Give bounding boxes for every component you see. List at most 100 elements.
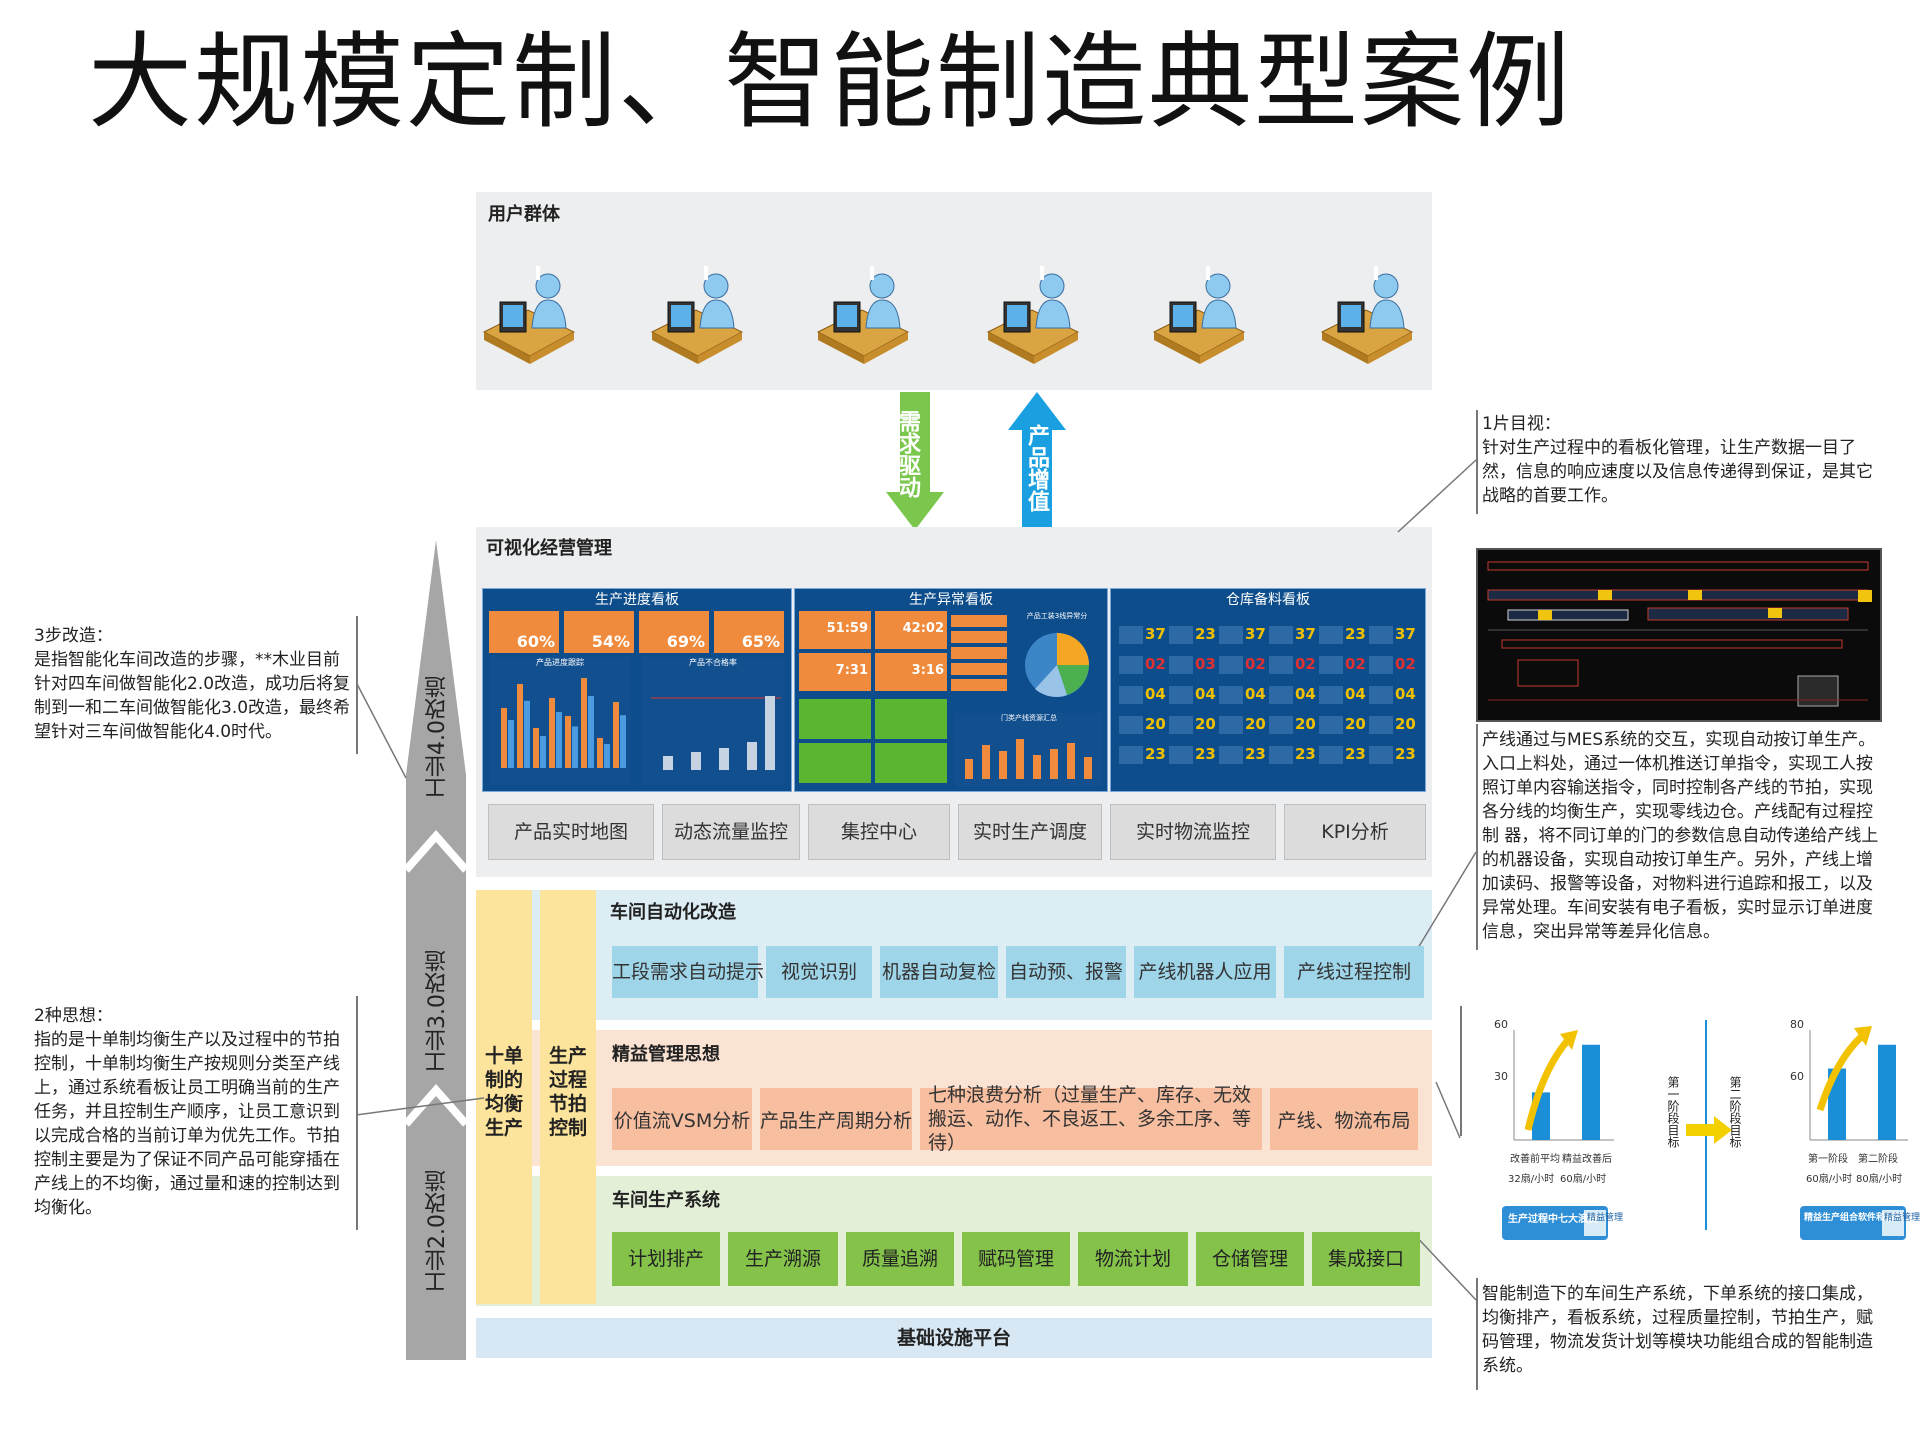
note-two-ideas: 2种思想： 指的是十单制均衡生产以及过程中的节拍控制，十单制均衡生产按规则分类至… [34, 1006, 340, 1218]
right-goal-bar [1878, 1044, 1896, 1140]
left-goal-badge: 生产过程中七大浪费 [1508, 1214, 1598, 1225]
warehouse-number: 04 [1295, 685, 1316, 703]
warehouse-cell [1119, 656, 1143, 674]
kpi-tile: 60% [489, 611, 559, 653]
production-item[interactable]: 物流计划 [1078, 1232, 1188, 1286]
warehouse-cell [1369, 656, 1393, 674]
right-goal-unit: 80扇/小时 [1856, 1174, 1903, 1185]
viz-tab[interactable]: 实时生产调度 [958, 804, 1102, 860]
right-goal-ytick: 60 [1790, 1070, 1804, 1083]
warehouse-cell [1119, 626, 1143, 644]
exception-pie-title: 产品工装3线异常分 [1026, 612, 1088, 620]
warehouse-cell [1219, 746, 1243, 764]
warehouse-number: 23 [1145, 745, 1166, 763]
warehouse-cell [1319, 656, 1343, 674]
lean-item[interactable]: 价值流VSM分析 [612, 1088, 752, 1150]
automation-label: 车间自动化改造 [610, 902, 736, 923]
progress-bar-blue [556, 712, 562, 768]
automation-item[interactable]: 产线机器人应用 [1134, 946, 1276, 998]
pillar-takt-control [540, 890, 596, 1304]
warehouse-cell [1369, 626, 1393, 644]
visual-management-label: 可视化经营管理 [486, 538, 612, 559]
warehouse-cell [1269, 626, 1293, 644]
production-item[interactable]: 赋码管理 [962, 1232, 1070, 1286]
warehouse-number: 20 [1145, 715, 1166, 733]
kpi-tile: 69% [639, 611, 709, 653]
warehouse-number: 23 [1345, 745, 1366, 763]
warehouse-number: 23 [1295, 745, 1316, 763]
timer-value: 3:16 [911, 663, 944, 678]
warehouse-cell [1319, 716, 1343, 734]
progress-bar-blue [604, 744, 610, 768]
timer-value: 7:31 [835, 663, 868, 678]
warehouse-number: 20 [1195, 715, 1216, 733]
note-one-visual: 1片目视： 针对生产过程中的看板化管理，让生产数据一目了然，信息的响应速度以及信… [1482, 414, 1873, 506]
exception-pie-chart [1025, 633, 1089, 697]
lean-item[interactable]: 产品生产周期分析 [760, 1088, 912, 1150]
automation-item[interactable]: 产线过程控制 [1284, 946, 1424, 998]
production-item[interactable]: 质量追溯 [846, 1232, 954, 1286]
exception-resource-title: 门类产线资源汇总 [1001, 714, 1057, 722]
defect-rate-chart [651, 696, 781, 770]
production-item[interactable]: 仓储管理 [1196, 1232, 1304, 1286]
kpi-value: 54% [591, 632, 630, 651]
viz-tab[interactable]: 动态流量监控 [662, 804, 800, 860]
progress-bar-orange [597, 738, 603, 768]
production-item[interactable]: 生产溯源 [728, 1232, 838, 1286]
note-mes-line: 产线通过与MES系统的交互，实现自动按订单生产。入口上料处，通过一体机推送订单指… [1482, 730, 1879, 942]
warehouse-number: 20 [1395, 715, 1416, 733]
base-platform: 基础设施平台 [476, 1318, 1432, 1358]
demand-arrow-icon [886, 392, 944, 530]
timer-tile: 7:31 [799, 653, 871, 691]
timer-tile: 42:02 [875, 611, 947, 649]
viz-tab[interactable]: 实时物流监控 [1110, 804, 1276, 860]
viz-tab[interactable]: 集控中心 [808, 804, 950, 860]
warehouse-cell [1269, 716, 1293, 734]
stage-4-label: 工业4.0改造 [425, 676, 450, 799]
pillar-takt-control-text: 生产 过程 节拍 控制 [548, 1045, 587, 1139]
dashboard-progress: 生产进度看板 60%54%69%65% 产品进度跟踪 产品不合格率 [482, 588, 792, 792]
lean-item[interactable]: 产线、物流布局 [1270, 1088, 1418, 1150]
automation-item[interactable]: 机器自动复检 [880, 946, 998, 998]
timer-tile: 51:59 [799, 611, 871, 649]
progress-bar-blue [572, 726, 578, 768]
left-goal-unit: 32扇/小时 [1508, 1174, 1555, 1185]
viz-tab[interactable]: 产品实时地图 [488, 804, 654, 860]
left-goal-badge2: 精益管理 [1587, 1213, 1624, 1223]
automation-item[interactable]: 自动预、报警 [1006, 946, 1126, 998]
automation-item[interactable]: 工段需求自动提示 [612, 946, 764, 998]
timer-value: 51:59 [826, 621, 868, 636]
warehouse-cell [1119, 686, 1143, 704]
warehouse-cell [1319, 746, 1343, 764]
warehouse-cell [1119, 746, 1143, 764]
production-item[interactable]: 计划排产 [612, 1232, 720, 1286]
stage-3-label: 工业3.0改造 [425, 950, 450, 1073]
note-two-ideas-leader [356, 1097, 485, 1116]
progress-bar-blue [588, 696, 594, 768]
progress-bar-orange [613, 702, 619, 768]
warehouse-number: 04 [1395, 685, 1416, 703]
lean-item[interactable]: 七种浪费分析（过量生产、库存、无效搬运、动作、不良返工、多余工序、等待） [920, 1084, 1262, 1154]
progress-bar-chart [501, 678, 626, 768]
stage-goal-drawing [1502, 1020, 1910, 1240]
warehouse-number: 02 [1145, 655, 1166, 673]
stage2-goal-label: 第二阶段目标 [1728, 1076, 1742, 1148]
resource-bar [1067, 743, 1075, 779]
dashboard-progress-title: 生产进度看板 [595, 592, 679, 608]
note-three-steps-leader [356, 681, 407, 779]
warehouse-number: 02 [1245, 655, 1266, 673]
demand-arrow-label: 需求驱动 [895, 410, 920, 498]
warehouse-cell [1119, 716, 1143, 734]
right-goal-ytick: 80 [1790, 1018, 1804, 1031]
warehouse-number: 03 [1195, 655, 1216, 673]
production-item[interactable]: 集成接口 [1312, 1232, 1420, 1286]
right-goal-badge: 精益生产组合软件和自控 [1804, 1213, 1904, 1223]
resource-bar [1050, 749, 1058, 779]
warehouse-number: 04 [1145, 685, 1166, 703]
progress-bar-blue [540, 736, 546, 768]
automation-item[interactable]: 视觉识别 [766, 946, 872, 998]
viz-tab[interactable]: KPI分析 [1284, 804, 1426, 860]
user-icon [982, 262, 1082, 372]
exception-resource-chart [965, 739, 1092, 779]
